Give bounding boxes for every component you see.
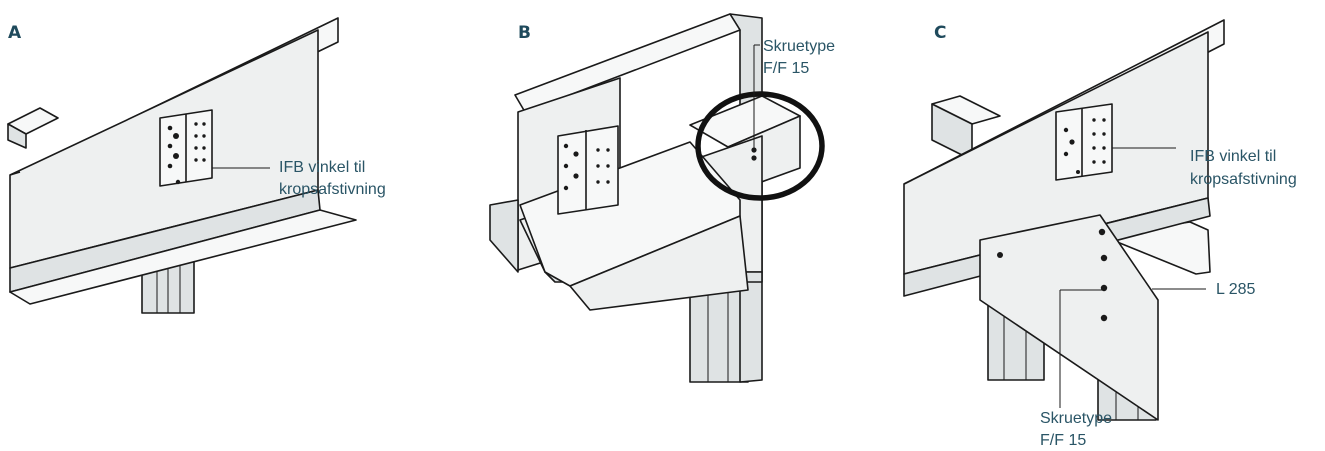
panel-c-letter: C xyxy=(934,23,946,43)
screw-icon xyxy=(751,155,757,161)
panel-b-stud xyxy=(689,279,749,383)
panel-c-back-beam xyxy=(931,95,1001,161)
panel-a-callout-angle: IFB vinkel til kropsafstivning xyxy=(279,159,386,198)
highlight-circle xyxy=(695,91,825,201)
panel-a-back-beam xyxy=(7,107,59,149)
panel-a: A xyxy=(7,17,386,314)
panel-b-letter: B xyxy=(518,23,531,43)
panel-c-callout-angle: IFB vinkel til kropsafstivning xyxy=(1190,148,1297,188)
panel-c: C xyxy=(903,19,1297,449)
panel-b: B xyxy=(489,13,840,383)
panel-c-gusset-plate xyxy=(979,214,1159,421)
panel-a-angle-bracket xyxy=(159,109,213,187)
panel-a-letter: A xyxy=(8,23,22,43)
panel-c-callout-plate: L 285 xyxy=(1216,281,1256,298)
screw-icon xyxy=(751,147,757,153)
panel-c-angle-bracket xyxy=(1055,103,1113,181)
panel-b-callout-screw: Skruetype F/F 15 xyxy=(763,38,840,77)
panel-b-angle-bracket xyxy=(557,125,619,215)
panel-b-screw-detail xyxy=(695,91,825,201)
panel-c-callout-screw: Skruetype F/F 15 xyxy=(1040,410,1117,449)
